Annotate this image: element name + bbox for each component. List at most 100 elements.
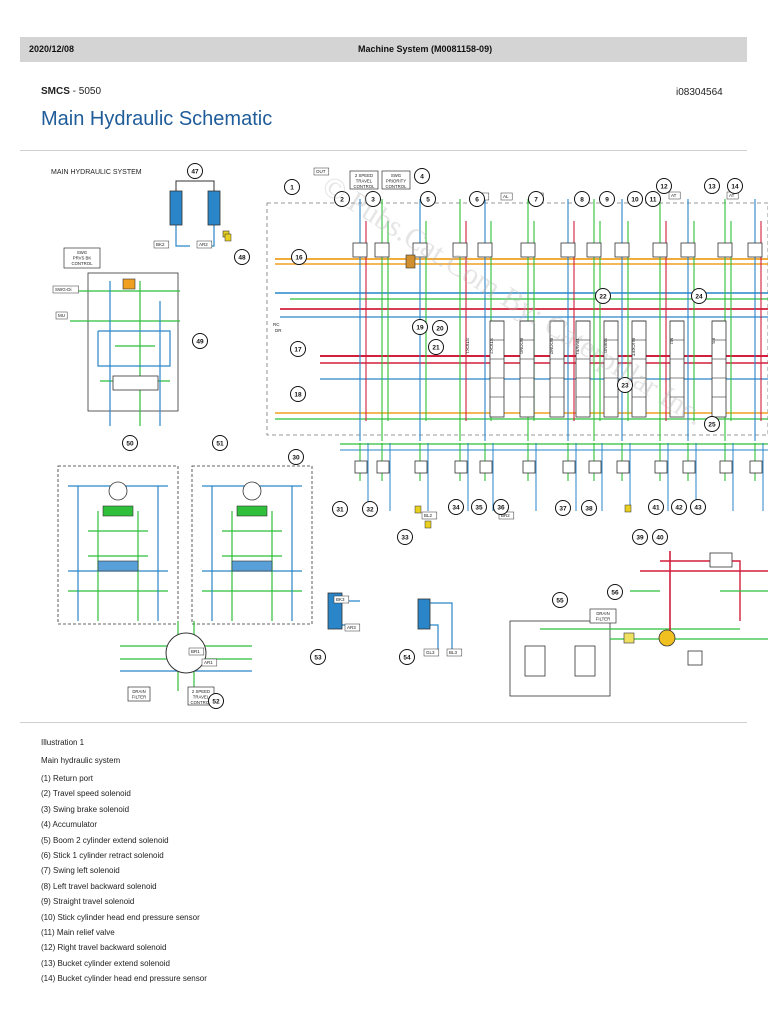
callout-circle [290, 386, 306, 402]
hydraulic-line [660, 560, 741, 621]
box-label: CONTROL [353, 184, 375, 189]
solenoid-valve [376, 460, 390, 474]
valve-block [112, 375, 159, 391]
legend-item: (13) Bucket cylinder extend solenoid [41, 958, 170, 968]
hydraulic-line [430, 624, 439, 651]
solenoid-valve [652, 242, 668, 258]
callout-circle [727, 178, 743, 194]
solenoid-valve [352, 242, 368, 258]
port-tag: BOOM1 [519, 338, 524, 355]
label-box [381, 170, 411, 190]
swivel-joint [165, 632, 207, 674]
callout-number: 10 [631, 196, 639, 203]
port-tag-box [668, 191, 681, 200]
callout-circle [691, 288, 707, 304]
port-tag-box [423, 648, 440, 657]
callout-circle [652, 529, 668, 545]
solenoid-valve [747, 242, 763, 258]
callout-circle [122, 435, 138, 451]
system-label: MAIN HYDRAULIC SYSTEM [51, 169, 142, 176]
callout-number: 24 [695, 293, 703, 300]
port-tag-box [344, 623, 361, 632]
solenoid-valve [452, 242, 468, 258]
callout-number: 34 [452, 504, 460, 511]
counterbalance-valve [97, 560, 139, 572]
solenoid-valve [588, 460, 602, 474]
callout-number: 25 [708, 421, 716, 428]
callout-number: 37 [559, 505, 567, 512]
box-label: CONTROL [190, 700, 212, 705]
box-label: TRAVEL [356, 179, 373, 184]
solenoid-valve [717, 242, 733, 258]
box-label: CONTROL [385, 184, 407, 189]
box-label: SWG [391, 173, 402, 178]
solenoid-valve [562, 460, 576, 474]
legend-item: (8) Left travel backward solenoid [41, 881, 157, 891]
solenoid-valve [414, 460, 428, 474]
callout-number: 6 [475, 196, 479, 203]
callout-number: 1 [290, 184, 294, 191]
watermark: © Pubs.Cat.Com By: Caterpillar Inc. [316, 169, 710, 432]
callout-circle [192, 333, 208, 349]
port-tag: AR3 [347, 625, 356, 630]
port-tag: TRAVEL [575, 338, 580, 356]
callout-number: 3 [371, 196, 375, 203]
callout-number: 5 [426, 196, 430, 203]
port-tag: MJ [669, 338, 674, 344]
callout-number: 8 [580, 196, 584, 203]
smcs-separator: - [69, 86, 79, 97]
solenoid-valve [354, 460, 368, 474]
solenoid-valve [477, 242, 493, 258]
callout-circle [432, 320, 448, 336]
pressure-sensor [624, 504, 632, 513]
port-tag-box [333, 595, 350, 604]
port-tag-box [313, 167, 330, 176]
port-tag: DR [275, 328, 282, 333]
port-tag: BK2 [156, 242, 165, 247]
callout-circle [690, 499, 706, 515]
callout-circle [581, 500, 597, 516]
callout-circle [412, 319, 428, 335]
callout-circle [208, 693, 224, 709]
solenoid-valve [614, 242, 630, 258]
solenoid-valve [374, 242, 390, 258]
callout-number: 20 [436, 325, 444, 332]
travel-motor [108, 481, 128, 501]
solenoid-valve [560, 242, 576, 258]
callout-circle [555, 500, 571, 516]
solenoid-valve [522, 460, 536, 474]
callout-number: 43 [694, 504, 702, 511]
callout-circle [645, 191, 661, 207]
solenoid-valve [749, 460, 763, 474]
port-tag: BL2 [424, 513, 433, 518]
callout-circle [310, 649, 326, 665]
port-tag: BOOM2 [549, 338, 554, 355]
box-label: DRAIN [132, 689, 145, 694]
callout-number: 19 [416, 324, 424, 331]
callout-circle [334, 191, 350, 207]
callout-number: 55 [556, 597, 564, 604]
port-tag: STICK1 [465, 338, 470, 354]
callout-number: 23 [621, 382, 629, 389]
legend-item: (3) Swing brake solenoid [41, 804, 130, 814]
callout-number: 53 [314, 654, 322, 661]
hydraulic-cylinder [207, 190, 221, 226]
valve-block [709, 552, 733, 568]
valve-body-outline [266, 202, 768, 436]
callout-circle [595, 288, 611, 304]
callout-number: 2 [340, 196, 344, 203]
solenoid-valve [616, 460, 630, 474]
callout-number: 14 [731, 183, 739, 190]
hydraulic-line [175, 225, 190, 247]
port-tag: BR1 [191, 649, 200, 654]
port-tag-box [153, 240, 170, 249]
box-label: 2 SPEED [355, 173, 373, 178]
valve-block [687, 650, 703, 666]
manifold-outline [87, 272, 179, 412]
callout-circle [632, 529, 648, 545]
callout-number: 49 [196, 338, 204, 345]
callout-number: 11 [650, 196, 657, 203]
callout-circle [493, 499, 509, 515]
accumulator [405, 254, 416, 269]
motor-frame [57, 465, 179, 625]
